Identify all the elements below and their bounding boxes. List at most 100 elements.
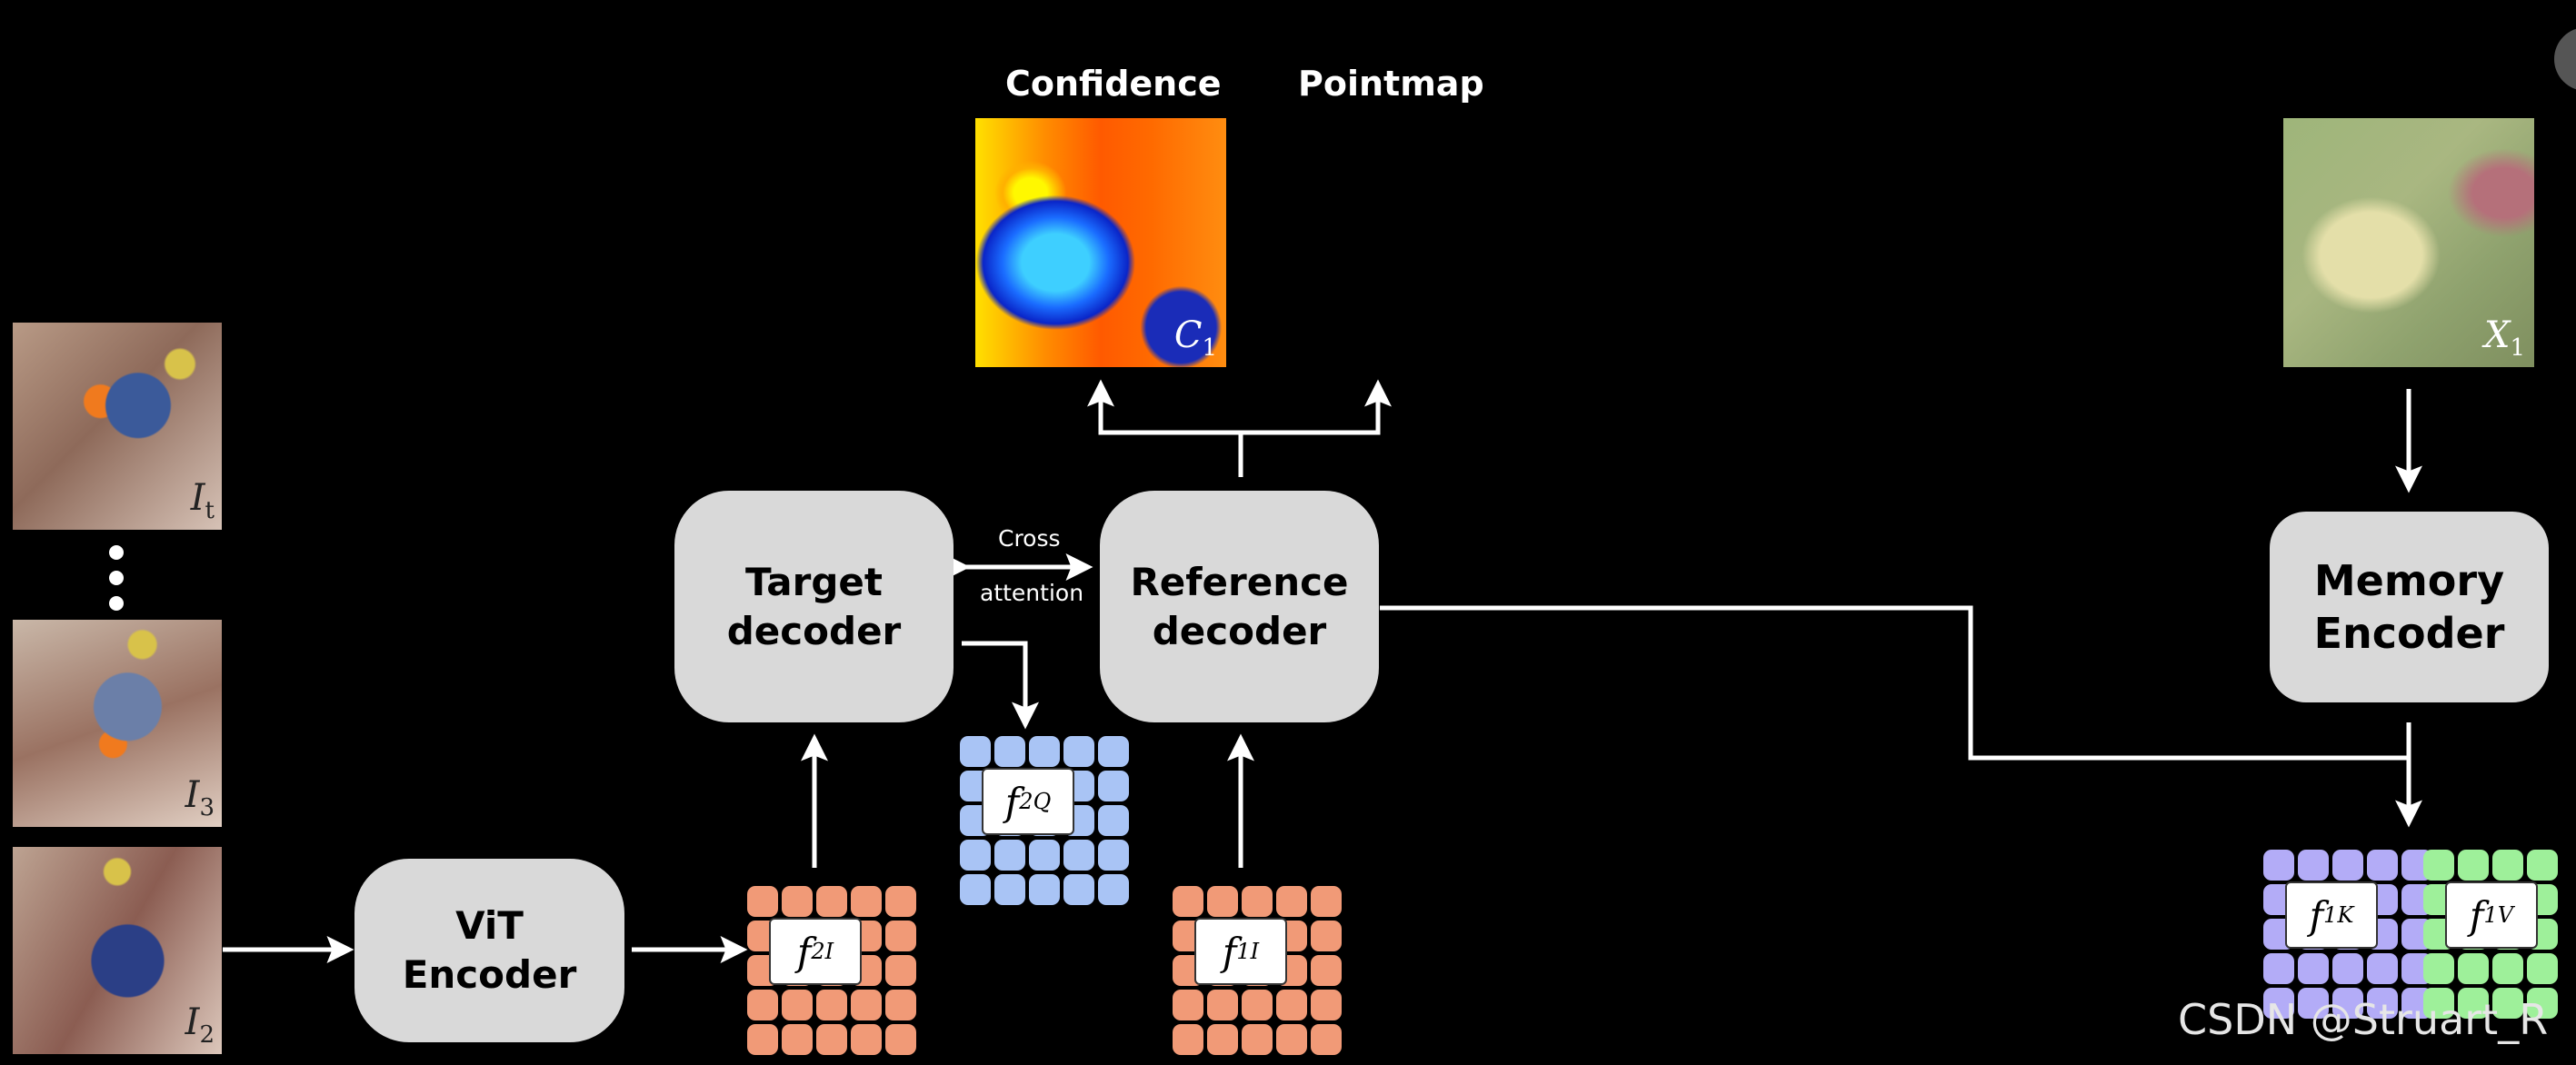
connector-reference-to-memory-output xyxy=(1380,605,2409,761)
feature-cell xyxy=(885,1024,916,1055)
feature-cell xyxy=(1276,990,1307,1020)
arrow-to-confidence xyxy=(1087,379,1241,435)
feature-cell xyxy=(2527,988,2558,1019)
feature-cell xyxy=(1098,736,1129,767)
feature-cell xyxy=(994,736,1025,767)
feature-cell xyxy=(1207,886,1238,917)
feature-cell xyxy=(782,990,813,1020)
feature-cell xyxy=(851,886,882,917)
feature-cell xyxy=(782,1024,813,1055)
feature-cell xyxy=(2458,850,2489,881)
feature-cell xyxy=(1276,886,1307,917)
cross-attention-label-bottom: attention xyxy=(980,580,1084,606)
feature-cell xyxy=(816,1024,847,1055)
feature-grid-f2q xyxy=(960,736,1129,905)
feature-cell xyxy=(960,736,991,767)
feature-cell xyxy=(1098,874,1129,905)
feature-cell xyxy=(960,840,991,871)
feature-cell xyxy=(885,886,916,917)
pointmap-x1-image: X1 xyxy=(2283,118,2534,367)
feature-cell xyxy=(2527,953,2558,984)
feature-cell xyxy=(1098,840,1129,871)
watermark: CSDN @Struart_R xyxy=(2178,995,2549,1044)
feature-cell xyxy=(1242,1024,1273,1055)
feature-cell xyxy=(2367,953,2398,984)
feature-cell xyxy=(2367,850,2398,881)
feature-cell xyxy=(2332,953,2363,984)
input-image-it: It xyxy=(13,323,222,530)
feature-cell xyxy=(885,955,916,986)
feature-cell xyxy=(2263,953,2294,984)
feature-cell xyxy=(1063,840,1094,871)
feature-cell xyxy=(1173,1024,1203,1055)
input-image-i3: I3 xyxy=(13,620,222,827)
feature-cell xyxy=(885,921,916,951)
feature-cell xyxy=(747,990,778,1020)
feature-cell xyxy=(2367,988,2398,1019)
feature-cell xyxy=(2298,850,2329,881)
feature-cell xyxy=(851,1024,882,1055)
feature-cell xyxy=(2263,988,2294,1019)
feature-cell xyxy=(851,990,882,1020)
arrow-target-to-f2q xyxy=(962,641,1039,730)
feature-cell xyxy=(1098,805,1129,836)
feature-cell xyxy=(1063,874,1094,905)
feature-cell xyxy=(816,990,847,1020)
feature-cell xyxy=(1098,771,1129,801)
feature-cell xyxy=(1173,990,1203,1020)
feature-cell xyxy=(1311,921,1342,951)
feature-cell xyxy=(747,886,778,917)
feature-cell xyxy=(1029,840,1060,871)
feature-cell xyxy=(2423,850,2454,881)
confidence-map-image: C1 xyxy=(975,118,1226,367)
feature-cell xyxy=(1207,1024,1238,1055)
feature-cell xyxy=(2423,953,2454,984)
feature-cell xyxy=(1063,736,1094,767)
feature-cell xyxy=(782,886,813,917)
feature-cell xyxy=(1242,990,1273,1020)
label-it: It xyxy=(190,477,215,524)
feature-cell xyxy=(1311,886,1342,917)
feature-cell xyxy=(2298,953,2329,984)
feature-cell xyxy=(994,840,1025,871)
feature-cell xyxy=(1173,886,1203,917)
feature-cell xyxy=(1029,736,1060,767)
feature-cell xyxy=(2423,988,2454,1019)
feature-cell xyxy=(2492,953,2523,984)
arrow-to-pointmap xyxy=(1241,379,1392,435)
feature-cell xyxy=(2492,850,2523,881)
feature-cell xyxy=(1311,955,1342,986)
feature-cell xyxy=(2298,988,2329,1019)
feature-cell xyxy=(1311,990,1342,1020)
feature-cell xyxy=(2332,988,2363,1019)
feature-cell xyxy=(1207,990,1238,1020)
feature-cell xyxy=(1311,1024,1342,1055)
label-x1: X1 xyxy=(2483,314,2525,362)
feature-cell xyxy=(1276,1024,1307,1055)
cross-attention-label-top: Cross xyxy=(998,525,1061,552)
feature-cell xyxy=(1029,874,1060,905)
label-c1: C1 xyxy=(1173,314,1217,362)
feature-cell xyxy=(2332,850,2363,881)
feature-cell xyxy=(2263,850,2294,881)
feature-cell xyxy=(994,874,1025,905)
input-image-i2: I2 xyxy=(13,847,222,1054)
feature-cell xyxy=(2492,988,2523,1019)
feature-grid-f1i xyxy=(1173,886,1342,1055)
feature-cell xyxy=(2458,988,2489,1019)
label-i2: I2 xyxy=(185,1001,215,1049)
pointmap-title: Pointmap xyxy=(1298,64,1484,104)
feature-cell xyxy=(960,874,991,905)
confidence-title: Confidence xyxy=(1005,64,1222,104)
feature-cell xyxy=(885,990,916,1020)
